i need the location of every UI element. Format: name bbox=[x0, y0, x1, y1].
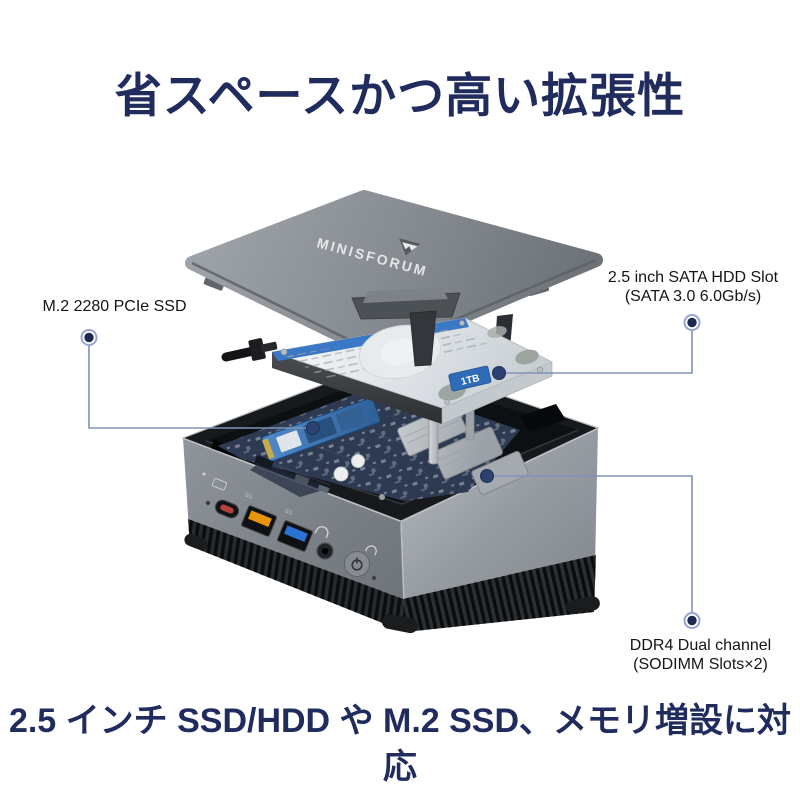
page-title: 省スペースかつ高い拡張性 bbox=[114, 69, 686, 122]
usb-speed-marking: SS bbox=[283, 508, 293, 517]
ddr4-marker-icon bbox=[683, 612, 701, 629]
capacitor bbox=[351, 454, 365, 468]
mic-pinhole bbox=[372, 576, 376, 580]
sata-hdd: 1TB bbox=[221, 310, 553, 425]
hdd-capacity-text: 1TB bbox=[460, 373, 481, 388]
sata-slot-label-line2: (SATA 3.0 6.0Gb/s) bbox=[624, 287, 762, 305]
usb-speed-marking: SS bbox=[243, 492, 253, 501]
capacitor bbox=[333, 466, 349, 482]
hdd-screw bbox=[459, 320, 465, 326]
ddr4-label-line1: DDR4 Dual channel bbox=[629, 637, 772, 654]
hdd-pad bbox=[487, 326, 507, 338]
power-led bbox=[202, 472, 206, 476]
power-button bbox=[344, 551, 370, 577]
m2-ssd bbox=[261, 397, 381, 462]
usb-a-blue-port bbox=[277, 520, 313, 552]
ddr4-point-dot bbox=[480, 469, 494, 483]
sata-leader-line bbox=[506, 330, 693, 374]
usb-a-orange-port bbox=[241, 505, 277, 537]
cmos-pinhole bbox=[205, 500, 211, 506]
foot-front bbox=[382, 613, 418, 634]
sata-connector bbox=[248, 338, 266, 361]
m2-ssd-label: M.2 2280 PCIe SSD bbox=[42, 298, 187, 315]
m2-sticker bbox=[276, 430, 302, 453]
vent-skirt bbox=[184, 519, 600, 634]
foot-right bbox=[566, 596, 600, 614]
sata-point-dot bbox=[492, 366, 506, 380]
headphone-icon bbox=[365, 545, 377, 556]
top-lid: MINISFORUM bbox=[185, 190, 603, 360]
dc-marking-icon bbox=[211, 477, 228, 491]
callout-sata bbox=[492, 314, 701, 380]
callout-m2 bbox=[80, 329, 320, 435]
bottom-caption: 2.5 インチ SSD/HDD や M.2 SSD、メモリ増設に対応 bbox=[8, 702, 792, 786]
ddr4-label: DDR4 Dual channel (SODIMM Slots×2) bbox=[603, 637, 798, 674]
hdd-screw bbox=[444, 399, 450, 405]
rear-cutout bbox=[520, 404, 566, 432]
hdd-pad bbox=[515, 349, 539, 365]
sata-slot-label-line1: 2.5 inch SATA HDD Slot bbox=[607, 269, 779, 286]
ddr4-leader-line bbox=[487, 475, 693, 613]
hdd-capacity-sticker: 1TB bbox=[448, 365, 492, 392]
hdd-screw bbox=[536, 366, 544, 374]
foot-left bbox=[184, 533, 208, 551]
front-ports: SS SS bbox=[202, 472, 377, 580]
hdd-screw bbox=[280, 348, 288, 356]
callout-ddr4 bbox=[480, 469, 701, 629]
sata-marker-icon bbox=[683, 314, 701, 331]
headset-icon bbox=[314, 526, 329, 539]
m2-connector bbox=[262, 438, 275, 460]
m2-point-dot bbox=[306, 421, 320, 435]
m2-marker-icon bbox=[80, 329, 98, 346]
bracket-front-arm bbox=[409, 310, 437, 367]
m2-leader-line bbox=[88, 345, 306, 429]
usb-c-port bbox=[214, 499, 240, 519]
ddr4-label-line2: (SODIMM Slots×2) bbox=[633, 655, 768, 673]
sata-slot-label: 2.5 inch SATA HDD Slot (SATA 3.0 6.0Gb/s… bbox=[598, 269, 788, 306]
